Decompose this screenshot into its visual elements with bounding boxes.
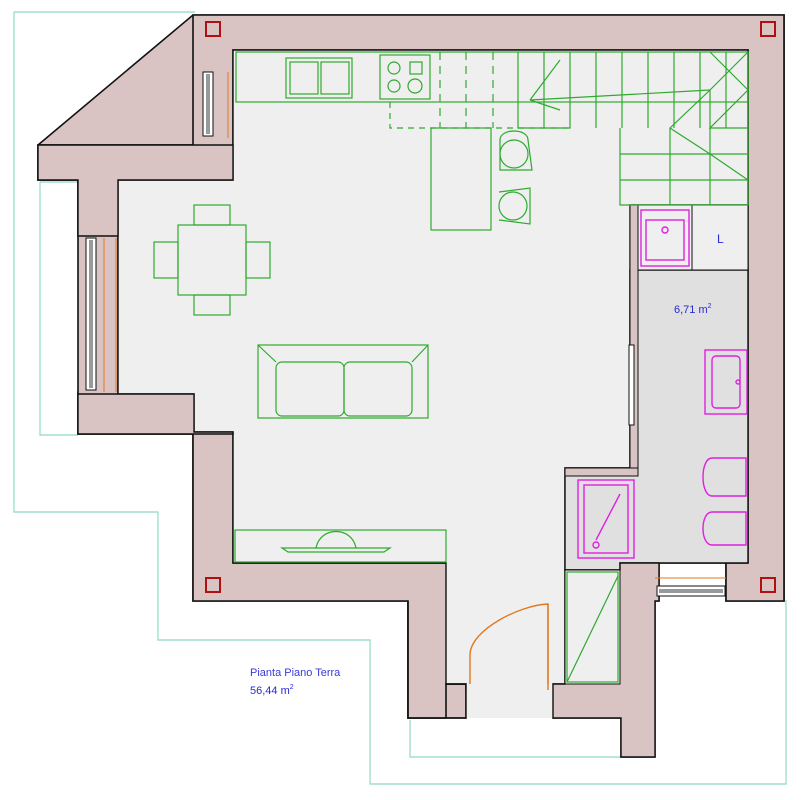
dining-table — [153, 204, 271, 316]
tv-bench — [234, 529, 447, 563]
entry-wall-left — [407, 601, 467, 719]
laundry-label: L — [717, 232, 724, 246]
bathroom-area-sup: 2 — [708, 303, 712, 310]
kitchen-counter — [235, 51, 749, 231]
storage-door — [566, 571, 619, 683]
sanitary-fixtures — [577, 209, 748, 559]
total-area-label: 56,44 m2 — [250, 684, 294, 697]
site-outline — [13, 11, 787, 785]
sofa — [257, 344, 429, 419]
bathroom-area-label: 6,71 m2 — [674, 303, 712, 316]
column-markers — [205, 21, 776, 593]
bathroom-area-value: 6,71 m — [674, 304, 708, 316]
staircase — [517, 51, 749, 206]
plan-title: Pianta Piano Terra — [250, 667, 341, 679]
storage-floor — [564, 569, 621, 685]
entry-door — [469, 603, 549, 690]
total-area-sup: 2 — [290, 684, 294, 691]
bay-wall-lower — [77, 393, 234, 435]
total-area-value: 56,44 m — [250, 685, 290, 697]
window-left — [85, 237, 117, 392]
bar-stools — [498, 130, 533, 225]
entry-floor — [466, 684, 553, 718]
bay-wall — [37, 144, 234, 237]
window-top-left — [202, 71, 229, 138]
window-bathroom — [655, 577, 726, 597]
bathroom-door — [628, 344, 635, 426]
bathroom-inner-wall — [629, 204, 639, 471]
shower-wall — [564, 467, 639, 477]
